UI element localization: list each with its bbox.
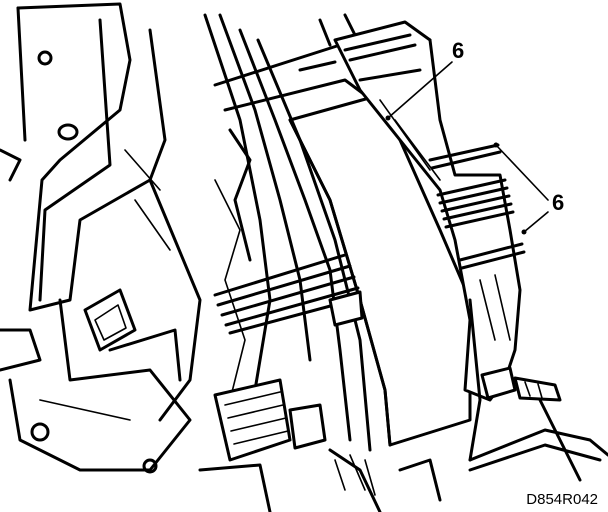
wire-bundles (203, 13, 372, 452)
callout-label-right: 6 (552, 190, 564, 215)
lower-connectors (198, 378, 442, 512)
diagram-reference-code: D854R042 (526, 491, 598, 508)
body-panel-bracket (0, 2, 202, 474)
right-connector (468, 298, 608, 482)
leader-dot (521, 229, 527, 235)
leader-dot (493, 142, 499, 148)
leader-lines (385, 61, 549, 235)
leader-dot (385, 115, 391, 121)
harness-sleeve (333, 20, 526, 402)
callout-label-top: 6 (452, 38, 464, 63)
